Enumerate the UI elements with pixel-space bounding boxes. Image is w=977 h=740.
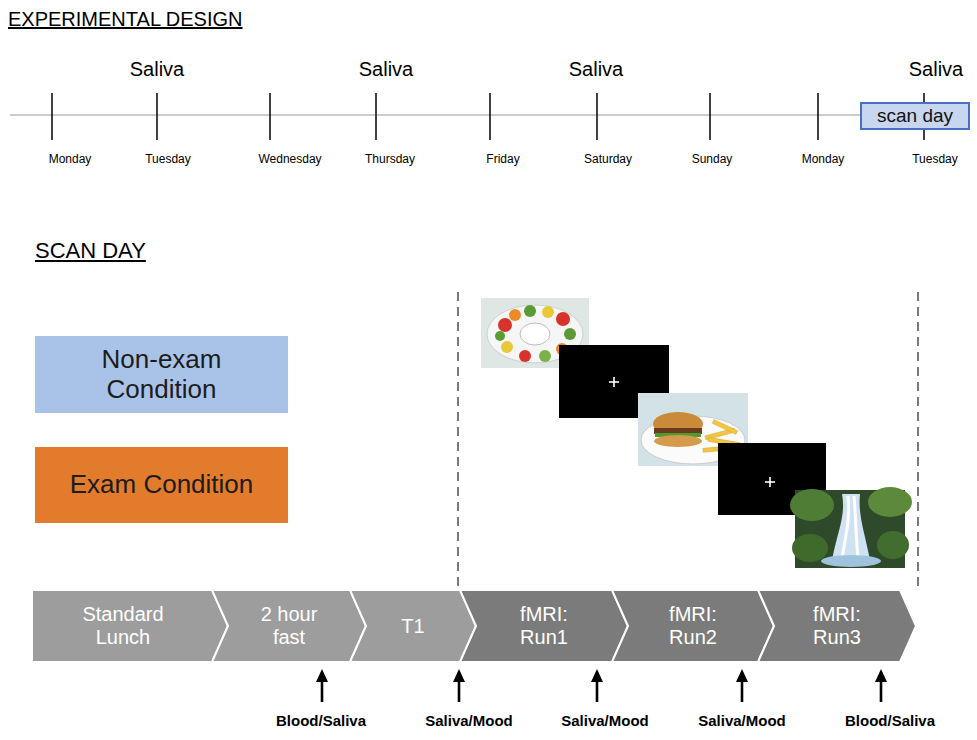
sample-label: Saliva: [359, 58, 413, 81]
chevron-outline: [612, 590, 774, 662]
chevron-outline: [350, 590, 476, 662]
day-label: Tuesday: [912, 153, 958, 167]
process-chevron: fMRI: Run3: [758, 590, 916, 662]
measure-label: Saliva/Mood: [425, 712, 513, 729]
day-label: Wednesday: [258, 153, 321, 167]
section-heading: SCAN DAY: [35, 238, 146, 263]
chevron-outline: [460, 590, 628, 662]
measure-label: Blood/Saliva: [845, 712, 935, 729]
process-chevron: 2 hour fast: [212, 590, 366, 662]
day-label: Thursday: [365, 153, 415, 167]
node-text: Standard Lunch: [73, 603, 173, 649]
section-heading: EXPERIMENTAL DESIGN: [8, 8, 243, 31]
node-text: fMRI: Run1: [509, 603, 579, 649]
node-text: fMRI: Run3: [802, 603, 872, 649]
arrow-head: [316, 669, 887, 682]
day-label: Sunday: [692, 153, 733, 167]
nature-picture: [790, 487, 912, 568]
day-label: Tuesday: [145, 153, 191, 167]
node-text: 2 hour fast: [252, 603, 327, 649]
process-chevron: fMRI: Run2: [612, 590, 774, 662]
day-label: Monday: [49, 153, 92, 167]
scan-day-box: scan day: [860, 102, 970, 130]
node-text: Exam Condition: [70, 470, 254, 500]
sample-label: Saliva: [569, 58, 623, 81]
day-label: Friday: [486, 153, 519, 167]
node-text: Non-exam Condition: [87, 345, 237, 405]
sample-label: Saliva: [909, 58, 963, 81]
sample-label: Saliva: [130, 58, 184, 81]
pointer-arrow: [322, 680, 881, 702]
chevron-outline: [758, 590, 916, 662]
process-chevron: Standard Lunch: [32, 590, 228, 662]
measure-label: Saliva/Mood: [698, 712, 786, 729]
node-text: fMRI: Run2: [658, 603, 728, 649]
measure-label: Blood/Saliva: [276, 712, 366, 729]
node-text: scan day: [877, 105, 953, 127]
condition-box: Exam Condition: [35, 447, 288, 523]
measure-label: Saliva/Mood: [561, 712, 649, 729]
dashed-bound: [458, 292, 918, 586]
process-chevron: fMRI: Run1: [460, 590, 628, 662]
timeline-line: [10, 114, 965, 115]
timeline-ticks: [52, 93, 924, 140]
chevron-outline: [32, 590, 228, 662]
chevron-outline: [212, 590, 366, 662]
node-text: T1: [401, 615, 424, 638]
process-chevron: T1: [350, 590, 476, 662]
day-label: Monday: [802, 153, 845, 167]
condition-box: Non-exam Condition: [35, 336, 288, 413]
day-label: Saturday: [584, 153, 632, 167]
